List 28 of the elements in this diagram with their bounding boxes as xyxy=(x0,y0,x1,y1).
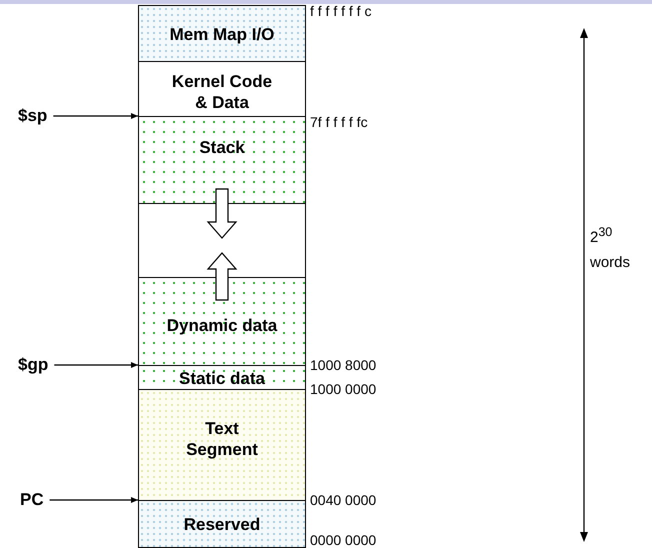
memory-segment xyxy=(138,389,306,501)
size-label: 2$^{30}$ words xyxy=(590,224,632,273)
segment-label: Static data xyxy=(178,368,266,389)
address-label: 0000 0000 xyxy=(310,532,376,548)
segment-label: Text Segment xyxy=(185,418,259,460)
register-label: $sp xyxy=(18,106,48,126)
segment-label: Kernel Code & Data xyxy=(170,71,274,113)
memory-segment xyxy=(138,116,306,204)
segment-label: Reserved xyxy=(182,514,262,535)
segment-label: Mem Map I/O xyxy=(168,24,276,45)
address-label: f f f f f f f c xyxy=(310,3,372,19)
pointer-arrow xyxy=(53,113,138,119)
register-label: PC xyxy=(20,490,44,510)
address-label: 1000 0000 xyxy=(310,381,376,397)
memory-segment xyxy=(138,365,306,390)
segment-label: Dynamic data xyxy=(166,315,278,336)
address-label: 1000 8000 xyxy=(310,357,376,373)
segment-label: Stack xyxy=(198,137,246,158)
address-label: 0040 0000 xyxy=(310,492,376,508)
block-arrow xyxy=(206,188,238,239)
block-arrow xyxy=(206,252,238,301)
pointer-arrow xyxy=(54,362,138,368)
memory-segment xyxy=(138,5,306,62)
pointer-arrow xyxy=(50,497,138,503)
register-label: $gp xyxy=(18,355,48,375)
memory-segment xyxy=(138,500,306,548)
address-label: 7f f f f f fc xyxy=(310,114,368,130)
memory-segment xyxy=(138,277,306,366)
